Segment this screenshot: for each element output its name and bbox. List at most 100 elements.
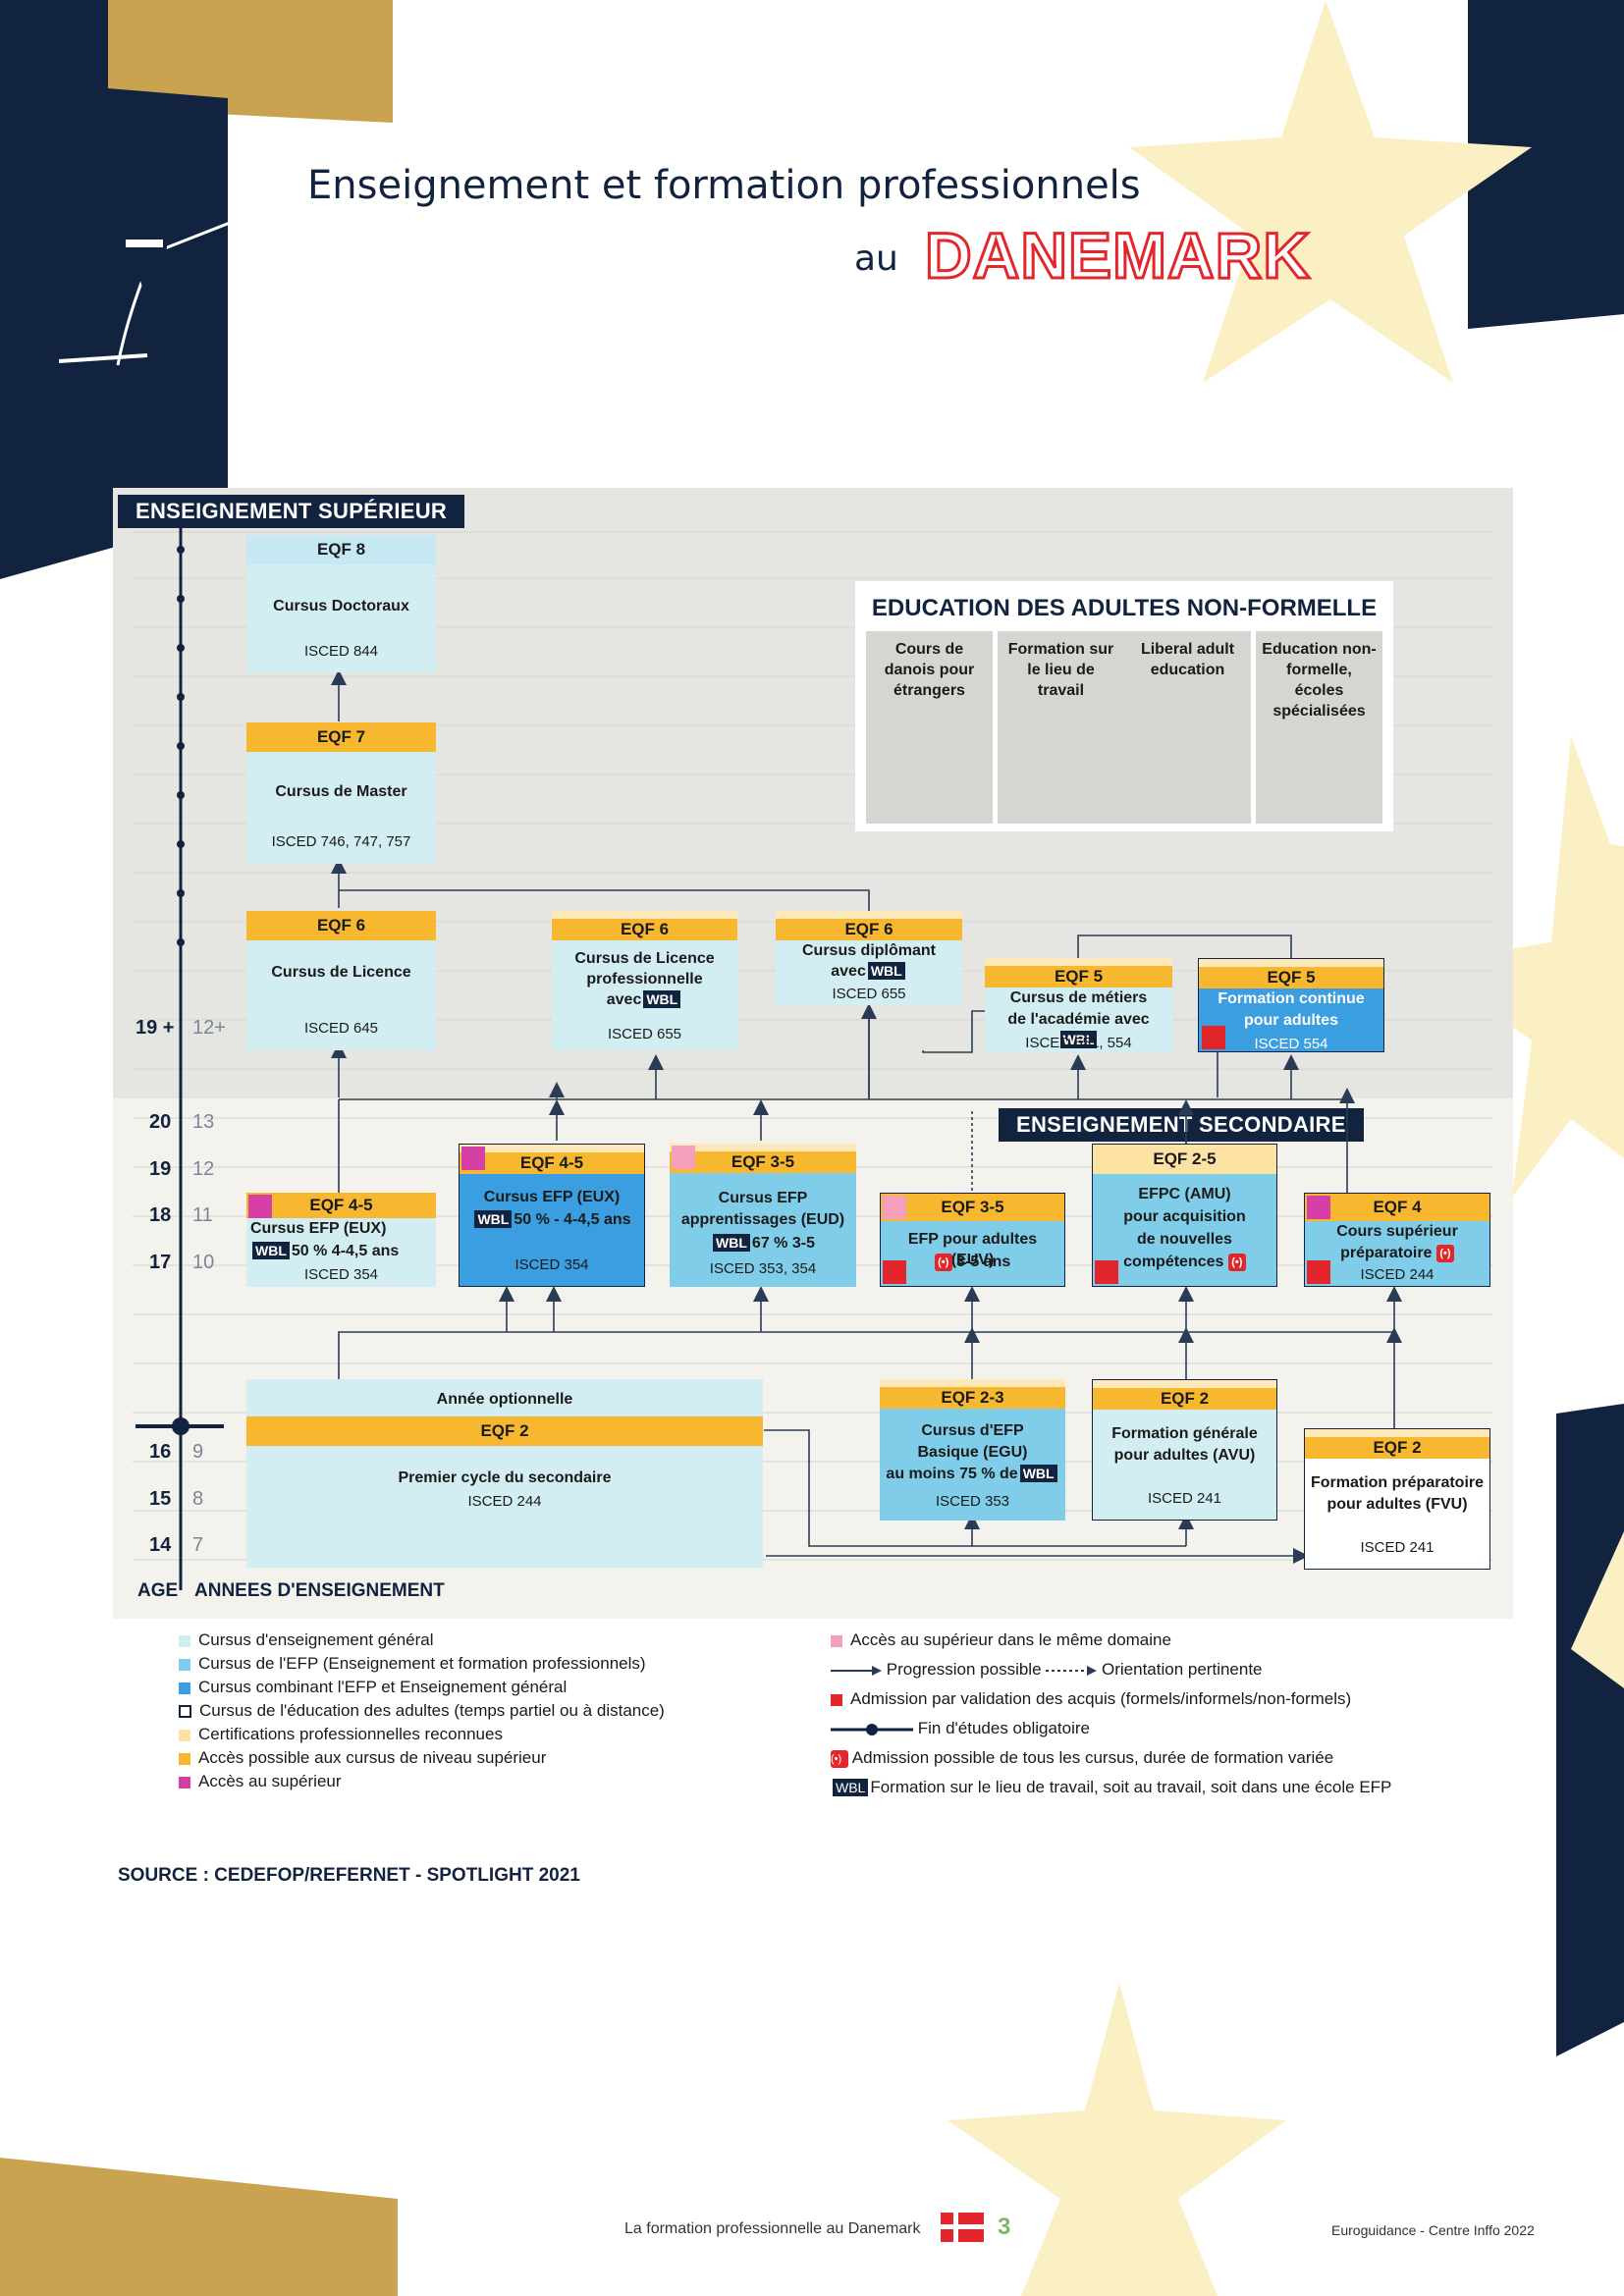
legend-item: Certifications professionnelles reconnue…	[179, 1724, 665, 1747]
eqf5a-isced: ISCED 551, 554	[1025, 1035, 1132, 1051]
eqf25-name3: de nouvelles	[1137, 1231, 1232, 1248]
eqf23-name3: au moins 75 % de	[886, 1466, 1018, 1482]
wbl-badge: WBL	[833, 1779, 869, 1796]
eqf2c-label: EQF 2	[1305, 1429, 1489, 1459]
eqf6c-label: EQF 6	[776, 911, 962, 940]
eqf8-isced: ISCED 844	[303, 643, 379, 660]
axis-year-12: 12	[192, 1158, 215, 1180]
legend-right: Accès au supérieur dans le même domaine …	[831, 1629, 1391, 1806]
eqf25-name1: EFPC (AMU)	[1138, 1186, 1231, 1202]
eqf6b-label: EQF 6	[552, 911, 737, 940]
eqf2c-name2: pour adultes (FVU)	[1326, 1496, 1468, 1513]
eqf4-label: EQF 4	[1305, 1194, 1489, 1221]
axis-age-15: 15	[149, 1488, 172, 1510]
eqf6c-name2: avec	[831, 963, 866, 980]
wbl-badge: WBL	[1059, 1031, 1098, 1048]
axis-year-10: 10	[192, 1252, 215, 1273]
legend-swatch	[179, 1682, 190, 1694]
eqf5a-name2: de l'académie avec	[1007, 1011, 1150, 1028]
legend-item: Admission par validation des acquis (for…	[831, 1688, 1391, 1718]
eqf2c-name1: Formation préparatoire	[1310, 1474, 1485, 1491]
eqf2b-name2: pour adultes (AVU)	[1113, 1447, 1256, 1464]
navy-shape-top-right	[1468, 0, 1624, 329]
box-eqf4-cours-superieur: EQF 4 Cours supérieur préparatoire (•) I…	[1304, 1193, 1490, 1287]
eqf2a-name: Premier cycle du secondaire	[398, 1469, 612, 1486]
eqf8-label: EQF 8	[246, 535, 436, 564]
acces-meme-domaine-square	[672, 1146, 695, 1169]
eqf45a-sub: 50 % 4-4,5 ans	[291, 1243, 400, 1259]
timeline-axis	[135, 510, 224, 1590]
eqf45a-isced: ISCED 354	[303, 1266, 379, 1283]
eqf4-isced: ISCED 244	[1360, 1266, 1435, 1283]
eqf23-label: EQF 2-3	[880, 1379, 1065, 1409]
title-au: au	[854, 239, 898, 279]
axis-age-17: 17	[149, 1252, 172, 1273]
star-bottom	[947, 1983, 1286, 2296]
legend-item: Progression possible Orientation pertine…	[831, 1659, 1391, 1688]
star-right	[1424, 736, 1624, 1198]
eqf6a-label: EQF 6	[246, 911, 436, 940]
legend-item: Accès possible aux cursus de niveau supé…	[179, 1747, 665, 1771]
eqf5a-label: EQF 5	[985, 958, 1172, 988]
wbl-badge: WBL	[713, 1234, 750, 1252]
axis-age-19plus: 19 +	[135, 1017, 175, 1039]
admission-badge: (•)	[831, 1749, 848, 1768]
box-eqf35-eud: EQF 3-5 Cursus EFP apprentissages (EUD) …	[670, 1144, 856, 1287]
eqf6c-name1: Cursus diplômant	[801, 942, 936, 959]
eqf45a-name: Cursus EFP (EUX)	[250, 1220, 387, 1237]
adult-education-title: EDUCATION DES ADULTES NON-FORMELLE	[871, 595, 1378, 621]
eqf2b-label: EQF 2	[1093, 1380, 1276, 1410]
arrow-solid-icon	[831, 1665, 882, 1676]
eqf45b-label: EQF 4-5	[460, 1145, 644, 1174]
star-right-lower	[1571, 1531, 1624, 1688]
eqf35b-name: EFP pour adultes (EUV)	[907, 1231, 1038, 1268]
legend-item: Fin d'études obligatoire	[831, 1718, 1391, 1747]
climber-figure-icon	[59, 199, 286, 368]
eqf8-name: Cursus Doctoraux	[273, 598, 409, 614]
wbl-badge: WBL	[643, 990, 681, 1008]
axis-year-13: 13	[192, 1111, 215, 1133]
eqf5b-isced: ISCED 554	[1254, 1036, 1328, 1052]
navy-shape-right	[1556, 1404, 1624, 2056]
eqf35a-label: EQF 3-5	[670, 1144, 856, 1173]
page-number: 3	[998, 2214, 1011, 2240]
admission-badge: (•)	[1435, 1244, 1454, 1262]
eqf6c-isced: ISCED 655	[832, 986, 906, 1002]
eqf2a-isced: ISCED 244	[467, 1493, 542, 1510]
wbl-badge: WBL	[867, 962, 905, 980]
adult-col-danois: Cours de danois pour étrangers	[866, 631, 993, 824]
acces-superieur-square	[461, 1147, 485, 1170]
eqf35a-isced: ISCED 353, 354	[709, 1260, 817, 1277]
axis-age-20: 20	[149, 1111, 172, 1133]
eqf45a-label: EQF 4-5	[246, 1193, 436, 1218]
eqf2b-isced: ISCED 241	[1147, 1490, 1222, 1507]
page-title: Enseignement et formation professionnels	[307, 163, 1141, 208]
box-eqf23-egu: EQF 2-3 Cursus d'EFP Basique (EGU) au mo…	[880, 1379, 1065, 1521]
source-note: SOURCE : CEDEFOP/REFERNET - SPOTLIGHT 20…	[118, 1865, 580, 1886]
eqf35a-sub: 67 % 3-5	[751, 1235, 815, 1252]
legend-item: Accès au supérieur	[179, 1771, 665, 1794]
eqf35a-name1: Cursus EFP	[718, 1190, 808, 1206]
axis-age-label: AGE	[137, 1580, 179, 1601]
eqf2a-top: Année optionnelle	[436, 1391, 573, 1408]
acces-meme-domaine-square	[883, 1196, 906, 1219]
arrow-dashed-icon	[1046, 1665, 1098, 1676]
eqf25-label: EQF 2-5	[1093, 1145, 1276, 1174]
adult-col-lieu-travail: Formation sur le lieu de travail	[998, 631, 1124, 824]
legend-swatch	[179, 1776, 190, 1789]
axis-year-7: 7	[192, 1534, 204, 1556]
validation-square	[883, 1260, 906, 1284]
legend-swatch	[179, 1658, 190, 1671]
validation-square	[1307, 1260, 1330, 1284]
end-compulsory-dot	[172, 1417, 189, 1435]
eqf5b-label: EQF 5	[1199, 959, 1383, 988]
axis-age-18: 18	[149, 1204, 172, 1226]
eqf4-name2: préparatoire	[1340, 1245, 1433, 1261]
legend-item: Cursus d'enseignement général	[179, 1629, 665, 1653]
eqf23-isced: ISCED 353	[935, 1493, 1010, 1510]
eqf35b-label: EQF 3-5	[881, 1194, 1064, 1221]
eqf25-name2: pour acquisition	[1123, 1208, 1246, 1225]
eqf45b-name: Cursus EFP (EUX)	[483, 1189, 621, 1205]
